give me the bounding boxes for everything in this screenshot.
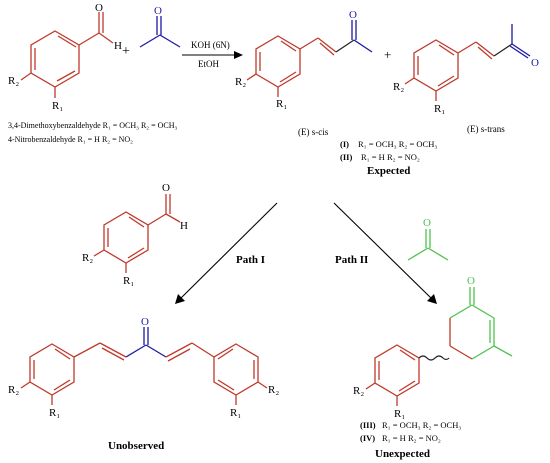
cyclohexenone-r1: R₁ <box>394 408 405 420</box>
enone-s-cis: O R₂ R₁ <box>235 9 373 110</box>
s-trans-oxygen: O <box>531 57 539 69</box>
acetone-second: O <box>407 217 449 261</box>
s-trans-r1: R₁ <box>434 103 445 115</box>
compound-iii-substituents: R₁ = OCH₃ R₂ = OCH₃ <box>382 420 461 430</box>
path-ii-label: Path II <box>335 254 368 266</box>
plus-sign: + <box>122 44 130 59</box>
compound-iv-substituents: R₁ = H R₂ = NO₂ <box>382 433 441 443</box>
acetone: O <box>139 5 181 48</box>
label-s-cis: (E) s-cis <box>298 127 329 137</box>
aldehyde-hydrogen: H <box>114 40 122 52</box>
middle-r1: R₁ <box>123 275 134 287</box>
bis-enone-r1-right: R₁ <box>230 407 241 419</box>
enone-r1: R₁ <box>276 98 287 110</box>
reaction-arrow: KOH (6N) EtOH <box>182 40 243 69</box>
reagent-koh: KOH (6N) <box>191 40 230 50</box>
cyclohexenone-r2: R₂ <box>353 385 364 397</box>
cyclohexenone: O R₂ R₁ <box>353 275 513 420</box>
compound-i-substituents: R₁ = OCH₃ R₂ = OCH₃ <box>358 139 437 149</box>
path-arrows: Path I Path II <box>175 202 437 304</box>
bis-enone-r1-left: R₁ <box>49 407 60 419</box>
aldehyde-oxygen: O <box>95 2 103 14</box>
bis-enone-r2-left: R₂ <box>8 384 19 396</box>
bis-enone-r2-right: R₂ <box>268 384 279 396</box>
substituent-r1: R₁ <box>52 100 63 112</box>
enone-s-trans: O R₂ R₁ <box>393 24 539 115</box>
middle-r2: R₂ <box>82 252 93 264</box>
reagent-etoh: EtOH <box>198 59 219 69</box>
benzaldehyde-top: O H R₂ R₁ <box>8 2 122 112</box>
acetone-oxygen: O <box>154 5 162 17</box>
middle-aldehyde-oxygen: O <box>162 182 170 194</box>
bis-enone: O R₂ R₁ R₁ R₂ <box>8 316 279 419</box>
path-i-label: Path I <box>236 254 265 266</box>
label-s-trans: (E) s-trans <box>467 124 505 134</box>
aldehyde-label-1: 3,4-Dimethoxybenzaldehyde R₁ = OCH₃ R₂ =… <box>8 121 177 130</box>
benzaldehyde-middle: O H R₂ R₁ <box>82 182 188 287</box>
compound-i-number: (I) <box>340 139 349 149</box>
acetone-second-oxygen: O <box>423 217 431 229</box>
middle-aldehyde-hydrogen: H <box>180 220 188 232</box>
compound-iii-number: (III) <box>360 420 376 430</box>
s-trans-r2: R₂ <box>393 81 404 93</box>
bis-enone-oxygen: O <box>141 316 149 328</box>
plus-sign-products: + <box>384 47 391 62</box>
enone-oxygen: O <box>349 9 357 21</box>
aldehyde-label-2: 4-Nitrobenzaldehyde R₁ = H R₂ = NO₂ <box>8 135 133 144</box>
compound-ii-substituents: R₁ = H R₂ = NO₂ <box>361 152 420 162</box>
unobserved-label: Unobserved <box>108 440 164 452</box>
compound-ii-number: (II) <box>340 152 352 162</box>
compound-iv-number: (IV) <box>360 433 375 443</box>
cyclohexenone-oxygen: O <box>467 275 475 287</box>
expected-label: Expected <box>367 165 410 177</box>
unexpected-label: Unexpected <box>375 448 430 460</box>
enone-r2: R₂ <box>235 76 246 88</box>
substituent-r2: R₂ <box>8 75 19 87</box>
